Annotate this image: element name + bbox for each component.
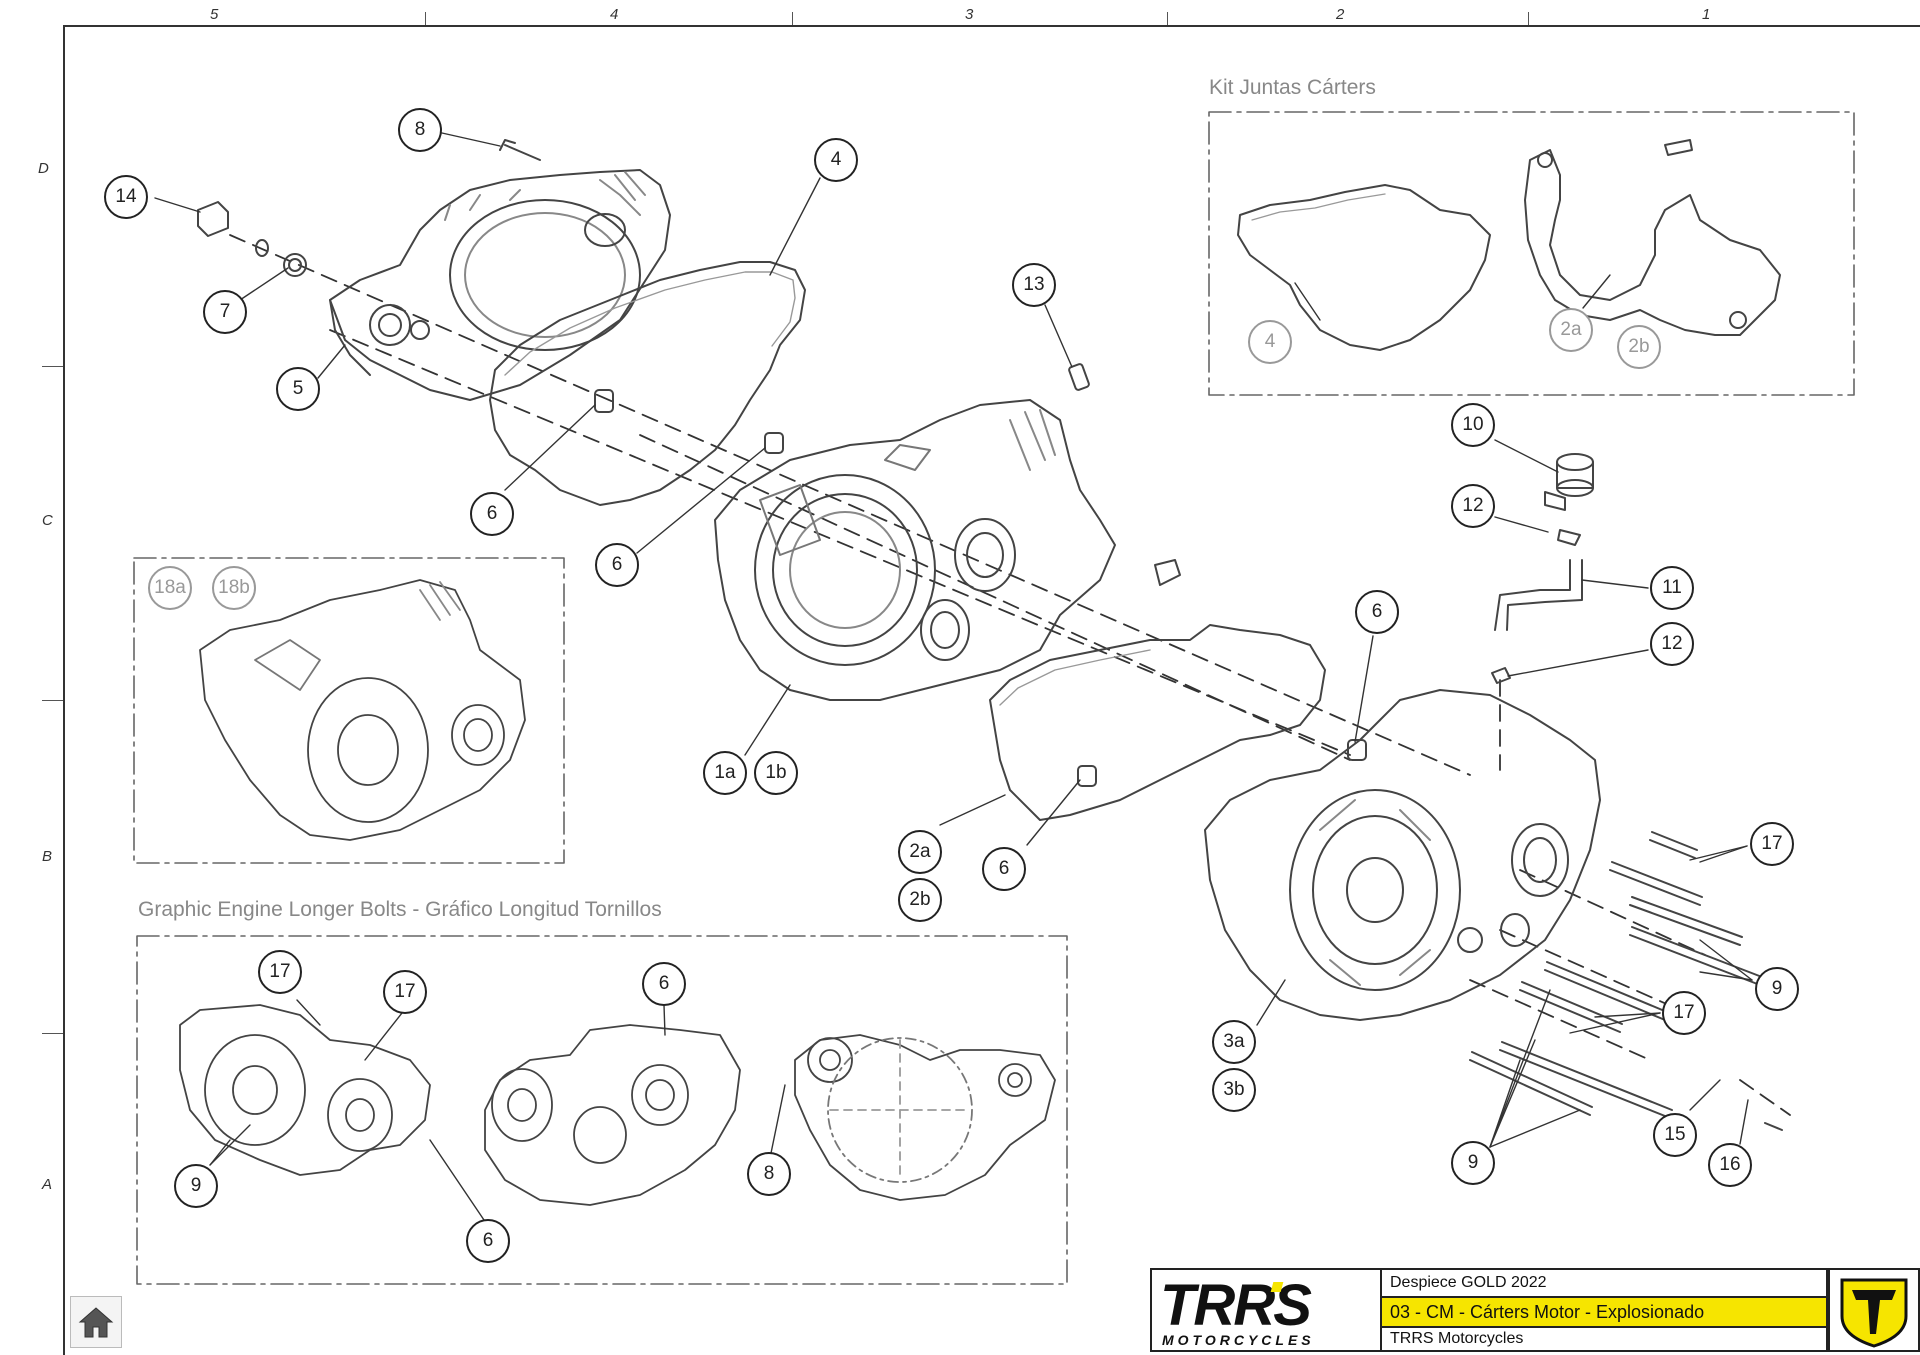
grid-tick — [42, 700, 64, 701]
left-crankcase-half — [714, 399, 1116, 701]
clutch-cover-gasket — [489, 261, 806, 506]
bolt-graphic-callout-8[interactable]: 8 — [747, 1152, 791, 1196]
alt-crankcase-frame — [133, 557, 565, 864]
callout-10[interactable]: 10 — [1451, 403, 1495, 447]
dowel-pin — [764, 432, 784, 454]
trrs-shield-icon — [1840, 1278, 1908, 1348]
bolt-graphic-callout-6[interactable]: 6 — [642, 962, 686, 1006]
grid-row-d: D — [38, 160, 49, 177]
dowel-pin — [1068, 363, 1090, 391]
right-crankcase-half — [1204, 689, 1601, 1021]
callout-6[interactable]: 6 — [595, 543, 639, 587]
bolt-8 — [499, 139, 541, 161]
grid-tick — [42, 366, 64, 367]
callout-4[interactable]: 4 — [814, 138, 858, 182]
grid-row-b: B — [42, 848, 53, 865]
dowel-pin — [1077, 765, 1097, 787]
grid-column-2: 2 — [1336, 6, 1345, 23]
crankcase-gasket — [989, 624, 1326, 821]
home-button[interactable] — [70, 1296, 122, 1348]
grid-tick — [425, 12, 426, 26]
callout-18a[interactable]: 18a — [148, 566, 192, 610]
callout-2b[interactable]: 2b — [898, 878, 942, 922]
bolts-graphic-title: Graphic Engine Longer Bolts - Gráfico Lo… — [138, 898, 662, 921]
grid-tick — [1167, 12, 1168, 26]
kit-crankcase-gasket — [1524, 149, 1781, 336]
callout-7[interactable]: 7 — [203, 290, 247, 334]
bolt-graphic-callout-6[interactable]: 6 — [466, 1219, 510, 1263]
kit-clutch-gasket — [1237, 184, 1491, 351]
callout-3b[interactable]: 3b — [1212, 1068, 1256, 1112]
long-bolts — [1469, 831, 1783, 1131]
grid-tick — [792, 12, 793, 26]
bolt-graphic-callout-17[interactable]: 17 — [383, 970, 427, 1014]
bolt-graphic-view-1 — [179, 1004, 431, 1176]
grid-row-c: C — [42, 512, 53, 529]
document-title: Despiece GOLD 2022 — [1382, 1268, 1828, 1296]
drain-plug — [197, 201, 229, 237]
company-name: TRRS Motorcycles — [1382, 1326, 1828, 1352]
kit-callout-2b[interactable]: 2b — [1617, 325, 1661, 369]
trrs-logo: TRRS MOTORCYCLES — [1150, 1268, 1382, 1352]
bolt-graphic-frame — [136, 935, 1068, 1285]
sealing-washer — [283, 253, 307, 277]
grid-column-3: 3 — [965, 6, 974, 23]
callout-1a[interactable]: 1a — [703, 751, 747, 795]
callout-16[interactable]: 16 — [1708, 1143, 1752, 1187]
home-icon — [78, 1307, 114, 1338]
gasket-kit-frame — [1208, 111, 1855, 396]
kit-callout-4[interactable]: 4 — [1248, 320, 1292, 364]
gasket-kit-title: Kit Juntas Cárters — [1209, 76, 1376, 99]
kit-callout-2a[interactable]: 2a — [1549, 308, 1593, 352]
o-ring — [255, 239, 269, 257]
callout-11[interactable]: 11 — [1650, 566, 1694, 610]
drawing-frame — [63, 25, 1920, 1355]
grid-tick — [42, 1033, 64, 1034]
callout-13[interactable]: 13 — [1012, 263, 1056, 307]
breather-assembly — [1491, 453, 1594, 684]
callout-9[interactable]: 9 — [1755, 967, 1799, 1011]
callout-8[interactable]: 8 — [398, 108, 442, 152]
callout-1b[interactable]: 1b — [754, 751, 798, 795]
grid-column-5: 5 — [210, 6, 219, 23]
callout-17[interactable]: 17 — [1662, 991, 1706, 1035]
callout-3a[interactable]: 3a — [1212, 1020, 1256, 1064]
callout-2a[interactable]: 2a — [898, 830, 942, 874]
grid-column-4: 4 — [610, 6, 619, 23]
callout-6[interactable]: 6 — [1355, 590, 1399, 634]
callout-6[interactable]: 6 — [982, 847, 1026, 891]
grid-row-a: A — [42, 1176, 53, 1193]
inset-crankcase — [199, 579, 526, 841]
callout-14[interactable]: 14 — [104, 175, 148, 219]
callout-12[interactable]: 12 — [1650, 622, 1694, 666]
gasket-fragment — [1154, 559, 1181, 586]
callout-18b[interactable]: 18b — [212, 566, 256, 610]
logo-text: TRRS — [1160, 1273, 1312, 1338]
drawing-title: 03 - CM - Cárters Motor - Explosionado — [1382, 1296, 1828, 1326]
callout-6[interactable]: 6 — [470, 492, 514, 536]
logo-subtext: MOTORCYCLES — [1162, 1332, 1315, 1348]
clutch-cover — [329, 169, 671, 401]
trrs-mark — [1828, 1268, 1920, 1352]
grid-column-1: 1 — [1702, 6, 1711, 23]
bolt-graphic-callout-9[interactable]: 9 — [174, 1164, 218, 1208]
bolt-graphic-view-3 — [794, 1034, 1056, 1201]
dowel-pin — [594, 389, 614, 413]
grid-tick — [1528, 12, 1529, 26]
callout-12[interactable]: 12 — [1451, 484, 1495, 528]
callout-5[interactable]: 5 — [276, 367, 320, 411]
callout-15[interactable]: 15 — [1653, 1113, 1697, 1157]
callout-17[interactable]: 17 — [1750, 822, 1794, 866]
bolt-graphic-callout-17[interactable]: 17 — [258, 950, 302, 994]
bolt-graphic-view-2 — [484, 1024, 741, 1206]
callout-9[interactable]: 9 — [1451, 1141, 1495, 1185]
kit-gasket-fragment — [1664, 139, 1693, 156]
